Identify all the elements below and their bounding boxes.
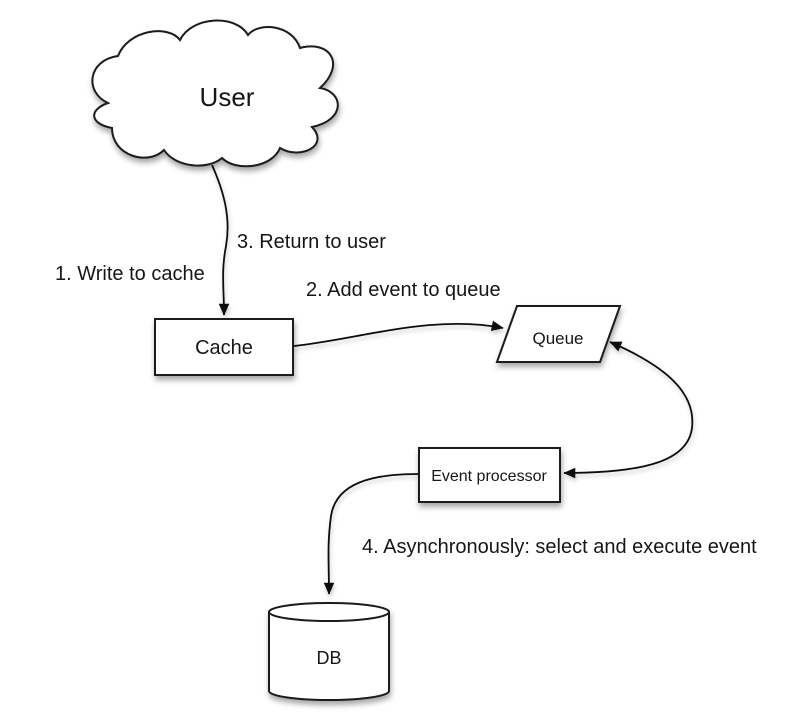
db-cylinder-body xyxy=(268,612,390,701)
event-processor-node-label: Event processor xyxy=(431,468,547,485)
event-processor-node-shape xyxy=(418,447,561,503)
annotation-step1-write-to-cache: 1. Write to cache xyxy=(55,263,205,285)
edge-event-processor-to-db xyxy=(323,473,419,595)
db-cylinder-top xyxy=(268,602,390,622)
annotation-step3-return-to-user: 3. Return to user xyxy=(237,231,386,253)
edge-user-to-cache xyxy=(211,164,230,316)
annotation-step4-asynchronously: 4. Asynchronously: select and execute ev… xyxy=(362,536,757,558)
cache-node-shape xyxy=(154,318,294,376)
queue-node-shape xyxy=(495,305,622,363)
cache-node-label: Cache xyxy=(195,337,253,359)
user-cloud-shape xyxy=(91,19,339,168)
edge-cache-to-queue xyxy=(293,320,504,347)
db-cylinder-shape xyxy=(268,602,390,701)
edge-queue-event-processor xyxy=(563,341,694,479)
queue-node-label: Queue xyxy=(532,329,583,348)
annotation-step2-add-event-to-queue: 2. Add event to queue xyxy=(306,279,501,301)
user-node-label: User xyxy=(200,82,255,112)
db-node-label: DB xyxy=(316,648,341,668)
